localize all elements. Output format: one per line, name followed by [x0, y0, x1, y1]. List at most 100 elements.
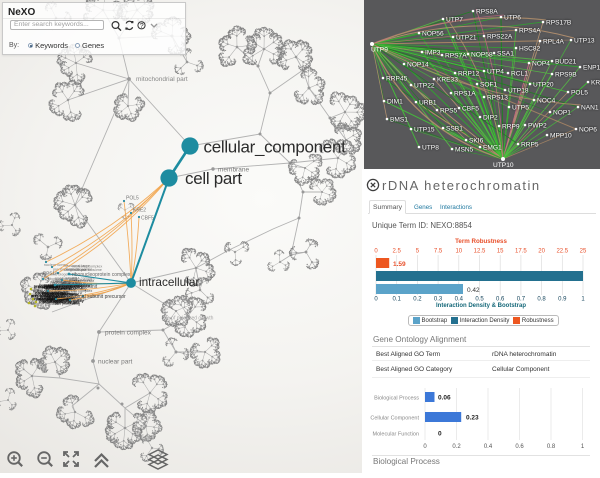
svg-text:NOP14: NOP14	[407, 61, 429, 68]
svg-text:SSB1: SSB1	[446, 125, 463, 132]
svg-text:NOP1: NOP1	[553, 109, 571, 116]
svg-text:ribosomal subunit: ribosomal subunit	[43, 294, 74, 298]
svg-text:KRE33: KRE33	[437, 76, 458, 83]
svg-text:site of polarized growth: site of polarized growth	[162, 316, 214, 322]
svg-text:RPL4A: RPL4A	[543, 38, 564, 45]
svg-text:UTP10: UTP10	[493, 162, 514, 169]
svg-text:large ribosomal: large ribosomal	[34, 285, 60, 289]
svg-text:Biological Process: Biological Process	[374, 396, 419, 402]
svg-text:intracellular: intracellular	[139, 275, 199, 289]
svg-text:7.5: 7.5	[434, 249, 443, 255]
svg-text:RPS7A: RPS7A	[445, 52, 467, 59]
svg-text:processome: processome	[40, 291, 61, 295]
svg-text:snoRNA complex: snoRNA complex	[66, 277, 95, 281]
svg-text:ribosomal subunit: ribosomal subunit	[58, 284, 98, 290]
svg-text:membrane: membrane	[218, 167, 249, 174]
svg-text:ribosomal large: ribosomal large	[64, 264, 90, 268]
svg-text:ribosomal subunit precursor: ribosomal subunit precursor	[64, 294, 126, 300]
svg-text:CBF5: CBF5	[141, 216, 154, 222]
svg-text:RPS17B: RPS17B	[546, 19, 572, 26]
svg-text:nuclear part: nuclear part	[98, 359, 133, 366]
svg-text:0.7: 0.7	[517, 297, 526, 303]
svg-text:0.3: 0.3	[434, 297, 443, 303]
svg-text:RCL1: RCL1	[511, 70, 528, 77]
svg-text:0.2: 0.2	[413, 297, 422, 303]
svg-text:nucleolar complex: nucleolar complex	[55, 283, 91, 288]
svg-text:BUD21: BUD21	[555, 58, 577, 65]
svg-text:snoRNA complex: snoRNA complex	[63, 289, 92, 293]
svg-text:nucleolar complex: nucleolar complex	[50, 281, 81, 285]
svg-text:snoRNA complex: snoRNA complex	[42, 295, 76, 300]
svg-text:POL5: POL5	[126, 196, 139, 202]
svg-text:DIP2: DIP2	[483, 114, 498, 121]
svg-text:NOC4: NOC4	[537, 97, 556, 104]
svg-text:UTP20: UTP20	[533, 81, 554, 88]
svg-text:RPS8A: RPS8A	[476, 8, 498, 15]
svg-text:RPS9B: RPS9B	[555, 71, 577, 78]
svg-text:0.6: 0.6	[496, 297, 505, 303]
svg-text:10: 10	[455, 249, 462, 255]
svg-text:UTP4: UTP4	[487, 68, 504, 75]
svg-text:small subunit: small subunit	[44, 285, 70, 290]
svg-text:ribonucleoprotein: ribonucleoprotein	[51, 279, 80, 283]
svg-text:90S preribosome: 90S preribosome	[73, 268, 102, 272]
svg-text:KRE2: KRE2	[133, 208, 146, 214]
svg-text:0.5: 0.5	[475, 297, 484, 303]
svg-text:0: 0	[423, 444, 427, 450]
svg-text:PWP2: PWP2	[528, 122, 547, 129]
svg-text:large ribosomal: large ribosomal	[39, 283, 65, 287]
svg-text:NOP4: NOP4	[532, 60, 550, 67]
svg-text:subunit assembly: subunit assembly	[31, 288, 60, 292]
svg-text:0: 0	[438, 431, 442, 438]
svg-text:0.06: 0.06	[438, 395, 451, 402]
svg-text:EMG1: EMG1	[483, 144, 502, 151]
svg-text:5: 5	[416, 249, 420, 255]
svg-text:17.5: 17.5	[515, 249, 527, 255]
svg-text:RRP5: RRP5	[521, 141, 539, 148]
svg-text:rRNA processing: rRNA processing	[43, 300, 72, 304]
svg-text:0.2: 0.2	[452, 444, 461, 450]
svg-text:RPS5: RPS5	[440, 107, 458, 114]
svg-text:UTP9: UTP9	[371, 47, 388, 54]
svg-text:1: 1	[581, 444, 585, 450]
svg-text:0.4: 0.4	[455, 297, 464, 303]
svg-text:1.59: 1.59	[393, 261, 406, 268]
svg-text:processome: processome	[39, 299, 63, 304]
svg-text:cell part: cell part	[185, 169, 242, 188]
svg-text:small subunit: small subunit	[70, 278, 93, 282]
svg-text:preribosome large: preribosome large	[44, 291, 80, 296]
svg-text:12.5: 12.5	[474, 249, 486, 255]
svg-text:subunit assembly: subunit assembly	[53, 286, 88, 291]
svg-text:preribosome large: preribosome large	[48, 293, 79, 297]
svg-text:Cellular Component: Cellular Component	[370, 416, 419, 422]
svg-text:RRP12: RRP12	[458, 70, 480, 77]
svg-text:ribosome biogenesis: ribosome biogenesis	[42, 273, 77, 277]
svg-text:ribonucleoprotein: ribonucleoprotein	[35, 294, 64, 298]
svg-text:ribonucleoprotein: ribonucleoprotein	[48, 277, 77, 281]
svg-text:preribosome large: preribosome large	[43, 299, 79, 304]
svg-text:UTP5: UTP5	[512, 104, 529, 111]
svg-text:subunit assembly: subunit assembly	[49, 284, 84, 289]
svg-text:UTP21: UTP21	[456, 34, 477, 41]
svg-text:NOP6: NOP6	[579, 126, 597, 133]
svg-text:preribosome: preribosome	[36, 297, 57, 301]
svg-text:0.42: 0.42	[467, 287, 480, 294]
svg-text:ribosomal subunit: ribosomal subunit	[34, 296, 69, 301]
svg-text:1: 1	[581, 297, 585, 303]
svg-text:2.5: 2.5	[393, 249, 402, 255]
svg-text:?: ?	[140, 22, 144, 29]
svg-text:subunit precursor: subunit precursor	[65, 279, 95, 283]
svg-text:UTP22: UTP22	[414, 82, 435, 89]
svg-text:preribosome: preribosome	[31, 292, 52, 296]
svg-text:nucleolar complex: nucleolar complex	[34, 296, 65, 300]
svg-text:rRNA processing: rRNA processing	[61, 282, 90, 286]
svg-text:UTP8: UTP8	[422, 144, 439, 151]
svg-text:BMS1: BMS1	[390, 116, 408, 123]
svg-text:URB1: URB1	[419, 99, 437, 106]
svg-text:20: 20	[538, 249, 545, 255]
svg-text:UTP7: UTP7	[446, 16, 463, 23]
svg-text:NOP58: NOP58	[471, 51, 493, 58]
svg-text:subunit precursor: subunit precursor	[39, 298, 69, 302]
svg-text:90S precursor: 90S precursor	[46, 294, 73, 299]
svg-text:ribosomal large: ribosomal large	[45, 284, 71, 288]
